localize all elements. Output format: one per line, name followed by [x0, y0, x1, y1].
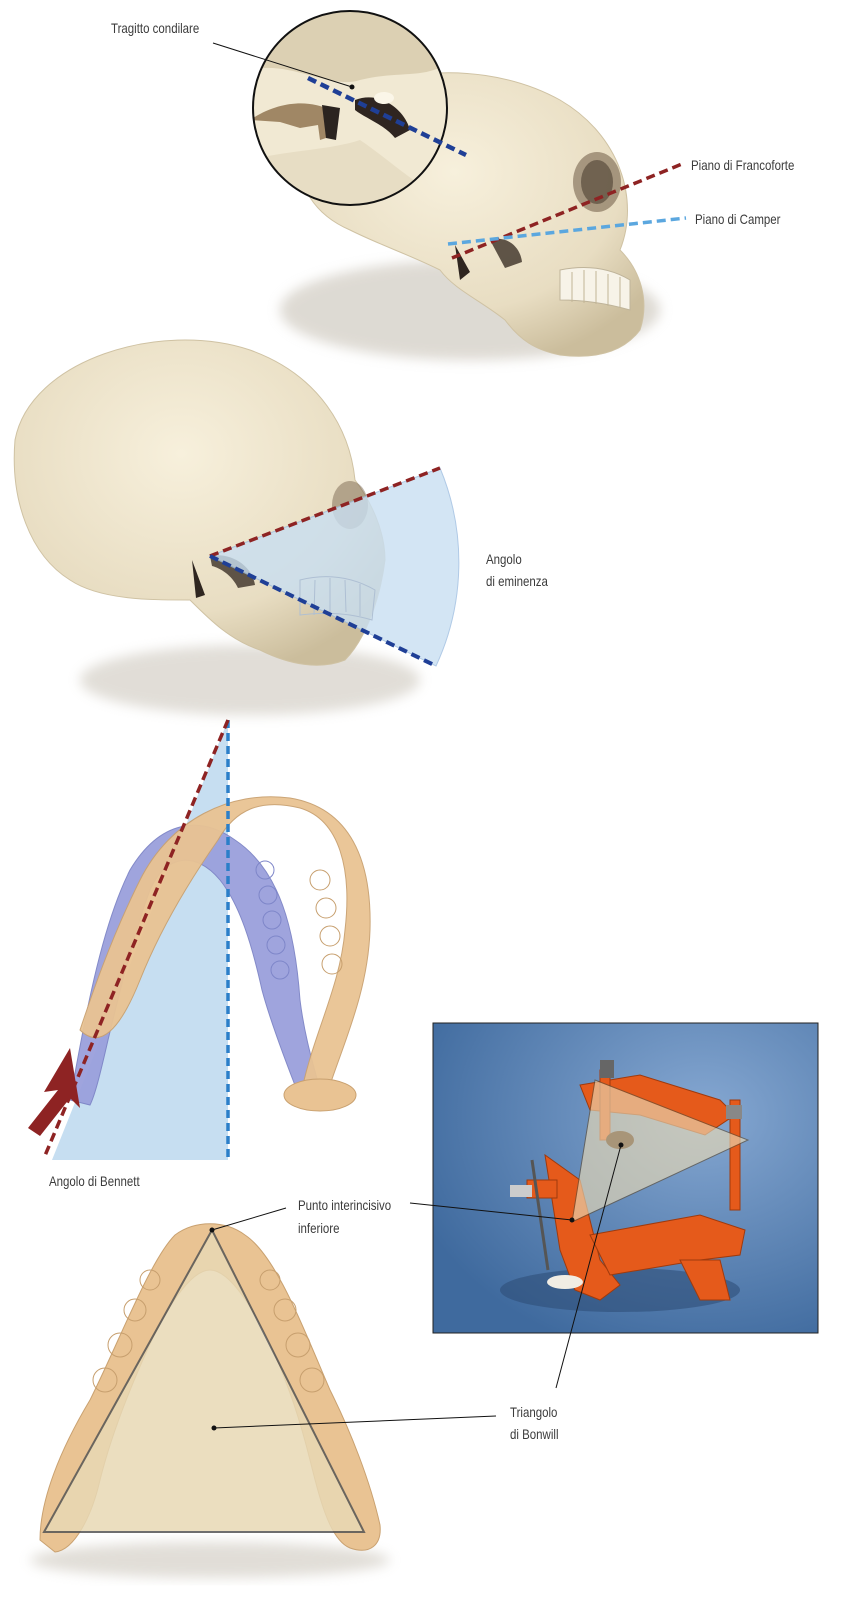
- articulator-photo: [433, 1023, 818, 1333]
- incisal-leader-left: [212, 1208, 286, 1230]
- bonwill-leader-dot: [212, 1426, 217, 1431]
- eminence-angle-label-line2: di eminenza: [486, 571, 548, 592]
- bonwill-triangle-label-line2: di Bonwill: [510, 1424, 558, 1445]
- camper-plane-label: Piano di Camper: [695, 209, 781, 230]
- incisal-point-label-line1: Punto interincisivo: [298, 1195, 391, 1216]
- condylar-path-label: Tragitto condilare: [111, 18, 199, 39]
- bennett-angle-label: Angolo di Bennett: [49, 1171, 140, 1192]
- articulator-triangle-dot: [619, 1143, 624, 1148]
- incisal-leader-dot: [210, 1228, 215, 1233]
- frankfort-plane-label: Piano di Francoforte: [691, 155, 794, 176]
- eminence-angle-label-line1: Angolo: [486, 549, 522, 570]
- incisal-point-label-line2: inferiore: [298, 1218, 339, 1239]
- bonwill-triangle-label-line1: Triangolo: [510, 1402, 557, 1423]
- articulator-incisal-dot: [570, 1218, 575, 1223]
- condylar-leader-dot: [350, 85, 355, 90]
